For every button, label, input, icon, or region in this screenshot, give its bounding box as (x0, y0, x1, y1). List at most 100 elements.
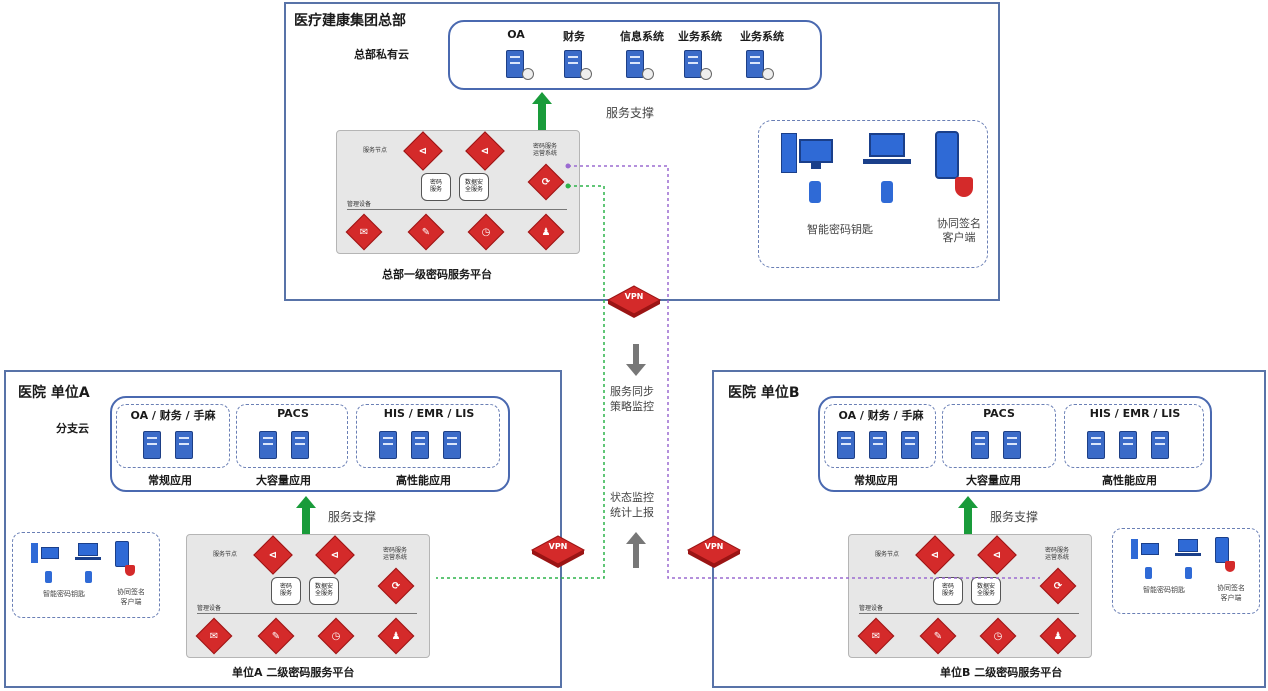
server-icon (564, 50, 582, 78)
phone-icon (1215, 537, 1229, 563)
server-icon (143, 431, 161, 459)
crypto-service-hex: 密码 服务 (421, 173, 451, 201)
app-group-general: OA / 财务 / 手麻 (116, 404, 230, 468)
app-group-caption: 高性能应用 (1102, 474, 1157, 487)
data-security-hex: 数据安 全服务 (459, 173, 489, 201)
app-group-caption: 大容量应用 (966, 474, 1021, 487)
hq-system-label: 业务系统 (678, 30, 722, 43)
smart-key-label: 智能密码钥匙 (1143, 586, 1185, 594)
hq-device-group: 智能密码钥匙 协同签名 客户端 (758, 120, 988, 268)
hq-service-arrow-icon (532, 92, 552, 132)
hq-system-label: 信息系统 (620, 30, 664, 43)
platform-divider (197, 613, 417, 614)
server-icon (869, 431, 887, 459)
sign-client-label: 协同签名 客户端 (117, 588, 145, 606)
hq-crypto-platform: 服务节点 管理设备 密码服务 运营系统 ⊲ ⊲ 密码 服务 数据安 全服务 ⟳ … (336, 130, 580, 254)
laptop-icon (75, 543, 101, 561)
server-icon (379, 431, 397, 459)
sync-down-arrow-icon (626, 344, 646, 378)
hq-service-support-label: 服务支撑 (606, 106, 655, 120)
platform-mgmt-label: 管理设备 (197, 605, 222, 612)
usb-key-icon (881, 181, 893, 203)
disk-icon (700, 68, 712, 80)
unit-a-device-group: 智能密码钥匙 协同签名 客户端 (12, 532, 160, 618)
server-icon (1119, 431, 1137, 459)
platform-node-label: 服务节点 (213, 551, 238, 558)
laptop-icon (1175, 539, 1201, 557)
unit-a-service-support-label: 服务支撑 (328, 510, 377, 524)
app-group-capacity: PACS (942, 404, 1056, 468)
server-icon (837, 431, 855, 459)
desktop-icon (781, 133, 837, 173)
usb-key-icon (45, 571, 52, 583)
app-group-name: OA / 财务 / 手麻 (838, 409, 924, 422)
server-icon (971, 431, 989, 459)
unit-b-crypto-platform: 服务节点 管理设备 密码服务 运营系统 ⊲ ⊲ 密码 服务 数据安 全服务 ⟳ … (848, 534, 1092, 658)
unit-a-crypto-platform: 服务节点 管理设备 密码服务 运营系统 ⊲ ⊲ 密码 服务 数据安 全服务 ⟳ … (186, 534, 430, 658)
app-group-name: PACS (277, 407, 309, 420)
hq-private-cloud: OA 财务 信息系统 业务系统 业务系统 (448, 20, 822, 90)
report-up-arrow-icon (626, 532, 646, 568)
platform-node-label: 服务节点 (875, 551, 900, 558)
data-security-hex: 数据安 全服务 (309, 577, 339, 605)
vpn-label: VPN (704, 542, 724, 551)
hq-platform-name: 总部一级密码服务平台 (382, 268, 492, 281)
crypto-service-hex: 密码 服务 (271, 577, 301, 605)
unit-b-title: 医院 单位B (728, 385, 800, 401)
server-icon (684, 50, 702, 78)
shield-icon (125, 565, 135, 576)
server-icon (443, 431, 461, 459)
app-group-caption: 大容量应用 (256, 474, 311, 487)
shield-icon (1225, 561, 1235, 572)
app-group-name: HIS / EMR / LIS (1089, 407, 1181, 420)
app-group-general: OA / 财务 / 手麻 (824, 404, 936, 468)
vpn-unit-b-icon: VPN (686, 534, 742, 570)
unit-b-branch-cloud: OA / 财务 / 手麻 PACS HIS / EMR / LIS 常规应用 大… (818, 396, 1212, 492)
unit-a-branch-cloud-label: 分支云 (56, 422, 89, 435)
unit-b-service-support-label: 服务支撑 (990, 510, 1039, 524)
disk-icon (762, 68, 774, 80)
unit-b-platform-name: 单位B 二级密码服务平台 (940, 666, 1063, 679)
app-group-name: PACS (983, 407, 1015, 420)
phone-icon (115, 541, 129, 567)
vpn-unit-a-icon: VPN (530, 534, 586, 570)
green-link-end (565, 183, 571, 189)
crypto-service-hex: 密码 服务 (933, 577, 963, 605)
server-icon (506, 50, 524, 78)
usb-key-icon (809, 181, 821, 203)
hq-system-label: 财务 (563, 30, 585, 43)
server-icon (1087, 431, 1105, 459)
platform-mgmt-label: 管理设备 (347, 201, 372, 208)
hq-private-cloud-label: 总部私有云 (354, 48, 409, 61)
server-icon (746, 50, 764, 78)
usb-key-icon (85, 571, 92, 583)
server-icon (901, 431, 919, 459)
disk-icon (580, 68, 592, 80)
platform-divider (859, 613, 1079, 614)
unit-b-service-arrow-icon (958, 496, 978, 536)
unit-a-platform-name: 单位A 二级密码服务平台 (232, 666, 355, 679)
hq-system-label: OA (507, 28, 525, 41)
server-icon (175, 431, 193, 459)
hq-system-label: 业务系统 (740, 30, 784, 43)
laptop-icon (863, 133, 911, 169)
smart-key-label: 智能密码钥匙 (807, 223, 873, 236)
vpn-label: VPN (624, 292, 644, 301)
platform-mgmt-label: 管理设备 (859, 605, 884, 612)
app-group-caption: 常规应用 (854, 474, 898, 487)
purple-link-end (565, 163, 571, 169)
server-icon (626, 50, 644, 78)
platform-node-label: 服务节点 (363, 147, 388, 154)
hq-region: 医疗建康集团总部 总部私有云 OA 财务 信息系统 业务系统 业务系统 (284, 2, 1000, 301)
sign-client-label: 协同签名 客户端 (937, 217, 981, 245)
platform-divider (347, 209, 567, 210)
platform-side-label: 密码服务 运营系统 (533, 143, 558, 158)
server-icon (259, 431, 277, 459)
unit-a-region: 医院 单位A 分支云 OA / 财务 / 手麻 PACS HIS / EMR /… (4, 370, 562, 688)
sync-policy-label: 服务同步 策略监控 (610, 385, 654, 414)
unit-a-branch-cloud: OA / 财务 / 手麻 PACS HIS / EMR / LIS 常规应用 大… (110, 396, 510, 492)
server-icon (1003, 431, 1021, 459)
app-group-caption: 高性能应用 (396, 474, 451, 487)
usb-key-icon (1145, 567, 1152, 579)
